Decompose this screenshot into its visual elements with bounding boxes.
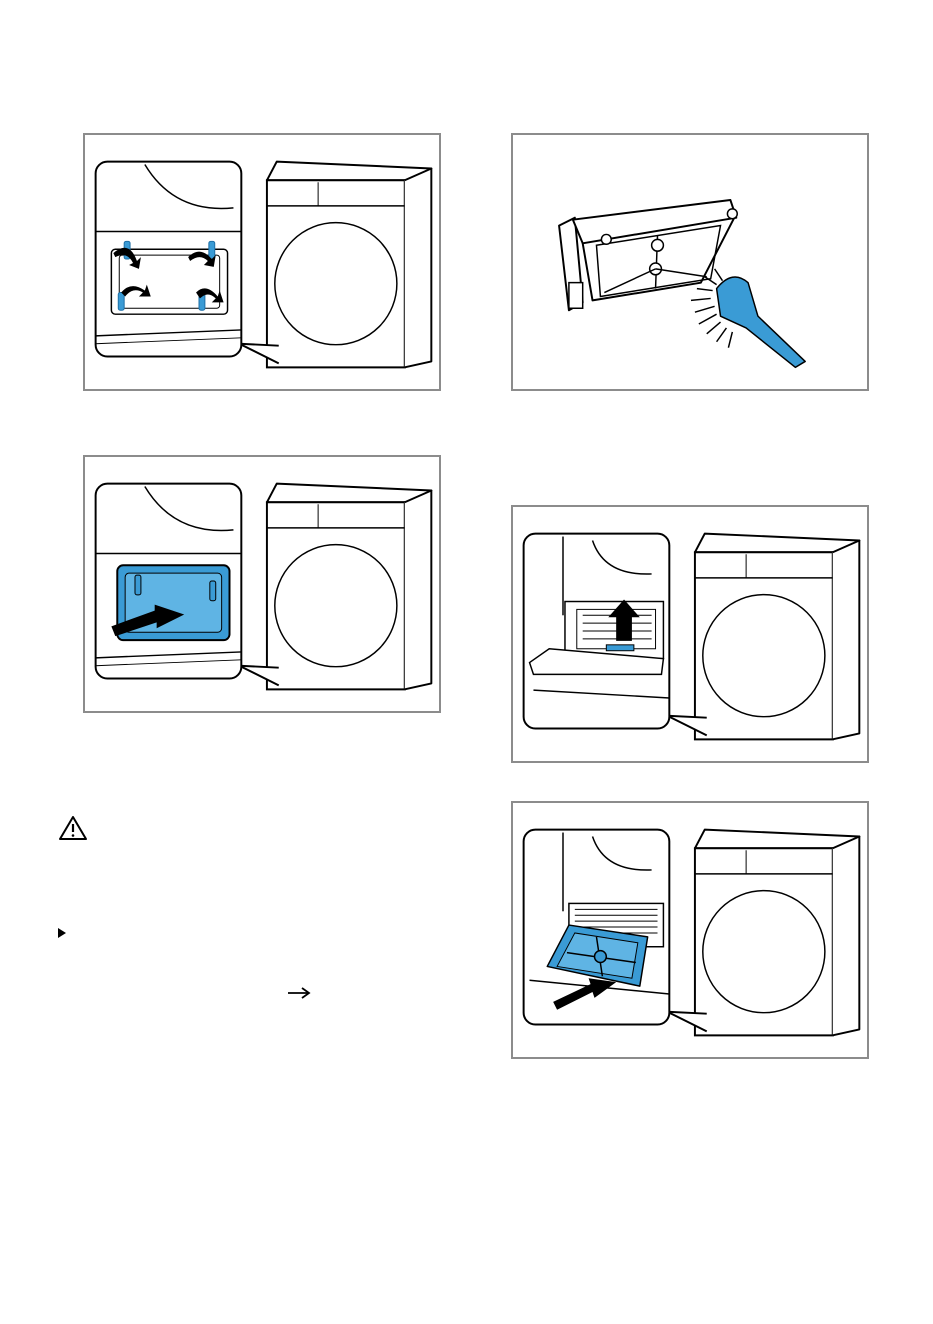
figure-lift-filter [511,505,869,763]
figure-remove-cover [83,133,441,391]
brush-icon [717,277,806,367]
figure-clean-filter [511,133,869,391]
illustration-pull-filter [513,803,867,1057]
illustration-remove-cover [85,135,439,389]
figure-pull-filter [511,801,869,1059]
illustration-clean-filter [513,135,867,389]
illustration-pull-cover [85,457,439,711]
triangle-bullet-icon [57,927,67,939]
right-arrow-icon [286,985,312,1001]
illustration-lift-filter [513,507,867,761]
figure-pull-cover [83,455,441,713]
warning-triangle-icon [58,815,88,841]
